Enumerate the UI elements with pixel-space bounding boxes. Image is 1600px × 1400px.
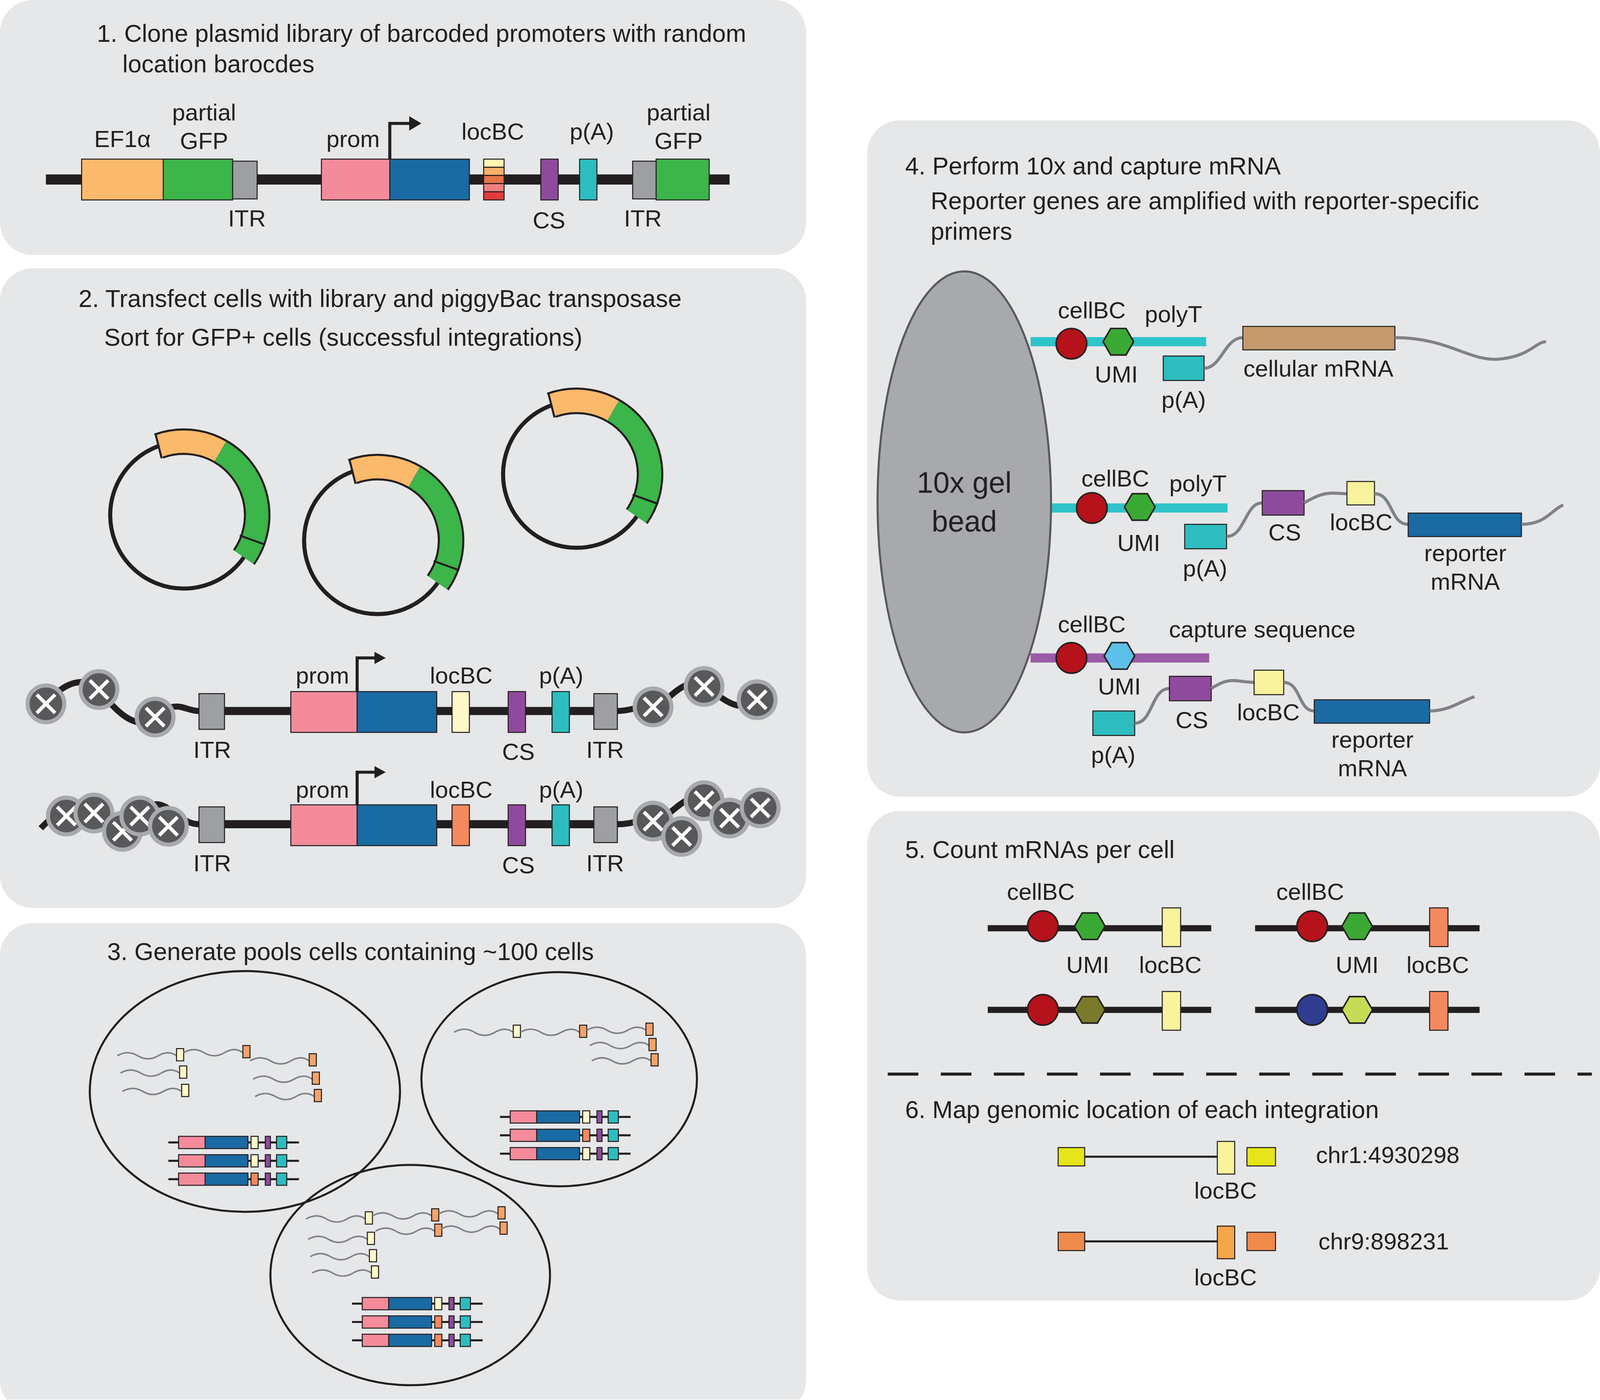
part-label: cellBC [1057, 295, 1126, 325]
part-label: partial GFP [152, 97, 256, 155]
part-label: p(A) [569, 117, 614, 146]
part-label: UMI [1094, 360, 1138, 389]
gel-bead: 10x gel bead [875, 269, 1054, 735]
part-label: locBC [1330, 508, 1393, 537]
part-label: locBC [429, 775, 493, 804]
part-label: EF1α [94, 124, 152, 153]
part-label: locBC [429, 661, 493, 690]
part-label: cellular mRNA [1243, 354, 1394, 383]
part-label: locBC [1194, 1176, 1257, 1206]
part-label: CS [501, 850, 535, 880]
step-panel: 5. Count mRNAs per cell 6. Map genomic lo… [867, 811, 1600, 1302]
step-heading: 2. Transfect cells with library and pigg… [78, 283, 793, 315]
part-label: partial GFP [627, 97, 730, 155]
step-heading: 1. Clone plasmid library of barcoded pro… [97, 18, 776, 80]
part-label: polyT [1144, 300, 1203, 329]
step-heading: 6. Map genomic location of each integrat… [905, 1094, 1579, 1126]
part-label: p(A) [539, 661, 584, 690]
part-label: UMI [1066, 951, 1110, 980]
part-label: UMI [1335, 951, 1379, 980]
part-label: ITR [586, 848, 624, 878]
part-label: p(A) [1182, 553, 1228, 583]
part-label: capture sequence [1168, 615, 1356, 644]
part-label: cellBC [1081, 464, 1149, 493]
part-label: cellBC [1057, 610, 1126, 639]
part-label: UMI [1117, 528, 1161, 558]
part-label: locBC [461, 117, 525, 146]
part-label: locBC [1406, 951, 1469, 980]
step-heading: Reporter genes are amplified with report… [930, 185, 1543, 248]
part-label: chr1:4930298 [1315, 1140, 1460, 1170]
part-label: cellBC [1276, 877, 1345, 907]
part-label: locBC [1236, 697, 1300, 727]
part-label: CS [1268, 518, 1301, 547]
part-label: locBC [1139, 951, 1202, 980]
part-label: UMI [1097, 672, 1141, 702]
part-label: p(A) [1091, 740, 1136, 770]
step-heading: 5. Count mRNAs per cell [905, 834, 1579, 866]
bead-label: 10x gel bead [897, 463, 1031, 541]
part-label: reporter mRNA [1404, 538, 1527, 596]
step-heading: 3. Generate pools cells containing ~100 … [107, 936, 792, 968]
part-label: ITR [228, 204, 267, 233]
part-label: cellBC [1006, 877, 1075, 907]
part-label: p(A) [1161, 385, 1206, 415]
part-label: p(A) [539, 775, 584, 804]
part-label: reporter mRNA [1311, 725, 1434, 783]
part-label: locBC [1194, 1263, 1257, 1292]
step-panel: 4. Perform 10x and capture mRNAReporter … [867, 120, 1600, 797]
part-label: prom [295, 775, 350, 804]
step-heading: Sort for GFP+ cells (successful integrat… [104, 322, 799, 353]
part-label: CS [532, 206, 566, 235]
bead-outline [875, 269, 1054, 735]
step-panel: 2. Transfect cells with library and pigg… [0, 268, 807, 908]
step-heading: 4. Perform 10x and capture mRNA [905, 151, 1579, 182]
part-label: ITR [193, 848, 232, 878]
part-label: polyT [1169, 469, 1227, 498]
part-label: CS [1175, 706, 1209, 735]
part-label: chr9:898231 [1318, 1227, 1449, 1257]
part-label: CS [501, 737, 535, 767]
step-panel: 3. Generate pools cells containing ~100 … [0, 923, 807, 1400]
part-label: prom [295, 661, 350, 690]
part-label: ITR [193, 735, 232, 765]
part-label: prom [326, 124, 380, 153]
part-label: ITR [586, 735, 624, 765]
part-label: ITR [623, 204, 662, 233]
